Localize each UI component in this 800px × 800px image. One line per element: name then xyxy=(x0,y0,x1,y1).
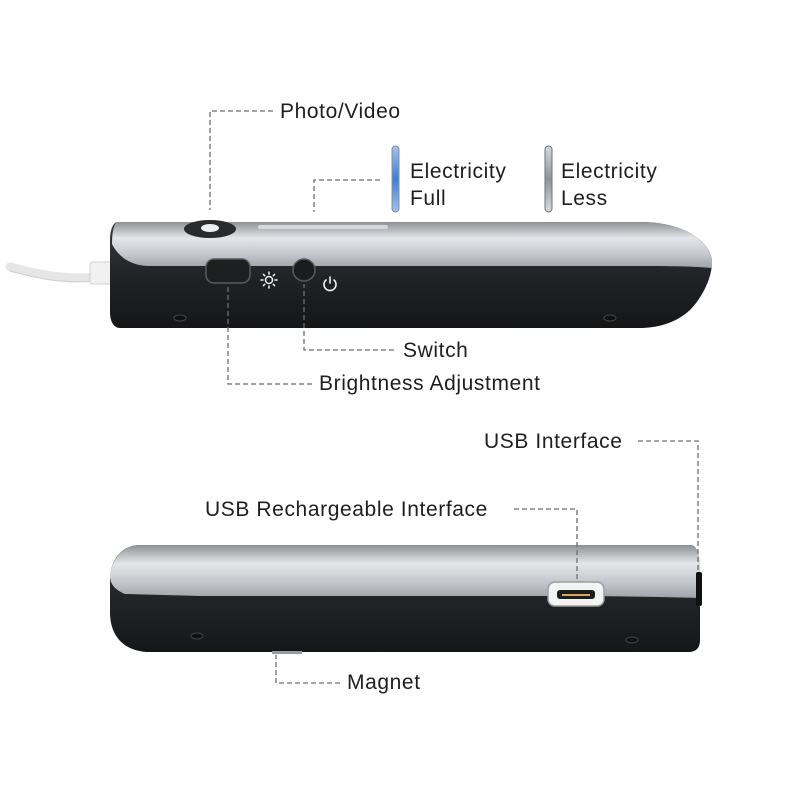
brightness-button[interactable] xyxy=(205,258,251,284)
label-switch: Switch xyxy=(403,339,469,362)
silver-shell xyxy=(110,545,700,598)
label-brightness-adjustment: Brightness Adjustment xyxy=(319,372,541,395)
silver-shell xyxy=(112,222,712,268)
screw xyxy=(190,632,204,640)
led-indicator-less xyxy=(544,145,553,213)
leader-lines xyxy=(209,110,699,684)
power-icon xyxy=(323,276,337,292)
label-magnet: Magnet xyxy=(347,671,421,694)
label-usb-interface: USB Interface xyxy=(484,430,623,453)
screw xyxy=(625,636,639,644)
screw xyxy=(173,314,187,322)
label-photo-video: Photo/Video xyxy=(280,100,401,123)
bottom-device xyxy=(110,545,702,654)
switch-button[interactable] xyxy=(292,258,316,282)
usb-interface-port[interactable] xyxy=(696,572,702,606)
label-electricity-less-line2: Less xyxy=(561,187,608,210)
screw xyxy=(603,314,617,322)
magnet xyxy=(272,651,302,654)
led-indicator-full xyxy=(391,145,400,213)
label-usb-rechargeable-interface: USB Rechargeable Interface xyxy=(205,498,488,521)
sun-icon xyxy=(260,271,278,289)
label-electricity-less-line1: Electricity xyxy=(561,160,658,183)
top-device xyxy=(5,220,712,328)
label-electricity-full-line1: Electricity xyxy=(410,160,507,183)
label-electricity-full-line2: Full xyxy=(410,187,447,210)
